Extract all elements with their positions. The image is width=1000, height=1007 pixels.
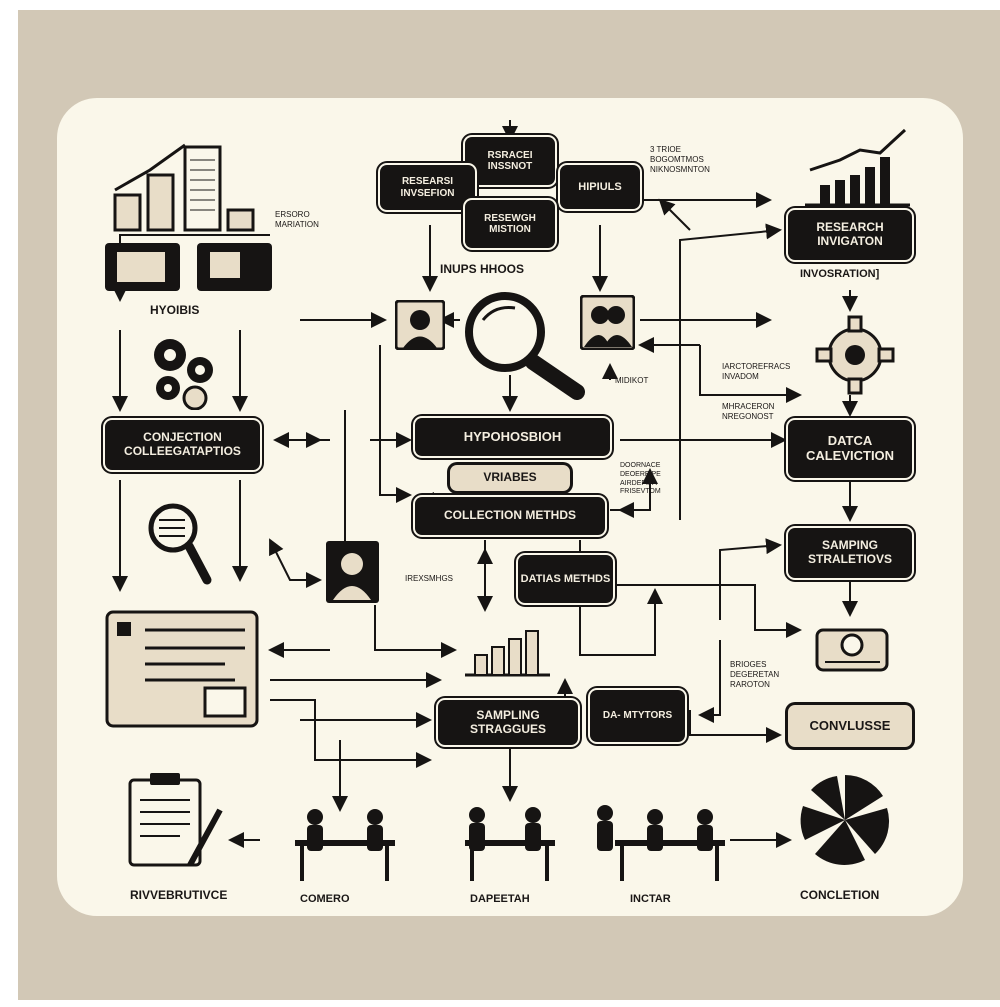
brioges-degeretan-label: BRIOGES DEGERETAN RAROTON [730,660,780,689]
irexsmhgs-label: IREXSMHGS [405,574,454,583]
research-mistion-box: RESEWGH MISTION [465,200,555,248]
bar-chart-icon [465,630,550,677]
comero-label: COMERO [300,893,350,905]
conclusse-box: CONVLUSSE [788,705,912,747]
magnifier-icon [148,503,212,585]
dapeetah-label: DAPEETAH [470,893,530,905]
line-chart-icon [805,128,910,207]
research-invsfion-box: RESEARSI INVSEFION [380,165,475,210]
nups-hioos-label: INUPS HHOOS [440,262,525,276]
connection-collect-box: CONJECTION COLLEEGATAPTIOS [105,420,260,470]
rvvebrutivce-label: RIVVEBRUTIVCE [130,888,228,902]
da-mtytors-box: DA- MTYTORS [590,690,685,742]
doornace-deoereipe-label: DOORNACE DEOEREIPE AIRDEPIPA FRISEVTOM [620,462,661,496]
gears-icon [154,339,213,410]
inctar-label: INCTAR [630,893,671,905]
monitor-icon [105,243,272,291]
bar-chart-icon [113,143,255,232]
research-invigaton-box: RESEARCH INVIGATON [788,210,912,260]
person-icon [395,300,445,350]
ersoro-mariation-label: ERSORO MARIATION [275,210,319,229]
mhraceron-nregonost-label: MHRACERON NREGONOST [722,402,775,421]
datias-methds-box: DATIAS METHDS [518,555,613,603]
iarctore-invadom-label: IARCTOREFRACS INVADOM [722,362,791,381]
collection-methods-box: COLLECTION METHDS [415,497,605,535]
hipiuls-box: HIPIULS [560,165,640,209]
server-icon [815,628,889,672]
trioe-bogomnoe-label: 3 TRIOE BOGOMTMOS NIKNOSMNTON [650,145,710,174]
pie-icon [800,775,890,865]
invosration-label: INVOSRATION] [800,268,880,280]
vriabes-box: VRIABES [450,465,570,491]
sampling-straggues-box: SAMPLING STRAGGUES [438,700,578,745]
meeting-icon [295,805,725,881]
people-icon [580,295,635,350]
concletion-label: CONCLETION [800,888,880,902]
moidkot-label: MIDIKOT [615,376,649,385]
hyoibis-label: HYOIBIS [150,303,200,317]
datica-calevtion-box: DATCA CALEVICTION [788,420,912,478]
magnifier-icon [465,292,585,400]
person-icon [326,541,379,603]
document-icon [105,610,259,728]
samping-straletiovs-box: SAMPING STRALETIOVS [788,528,912,578]
clipboard-icon [128,773,223,867]
hyphohsbioh-box: HYPOHOSBIOH [415,418,610,456]
gear-icon [815,315,895,395]
research-insight-box: RSRACEI INSSNOT [465,137,555,185]
